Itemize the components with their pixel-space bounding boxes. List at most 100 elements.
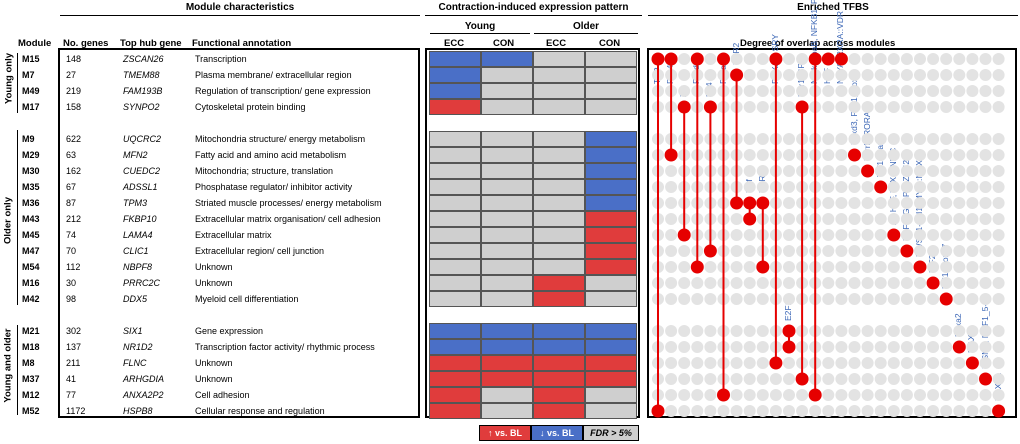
pattern-tile [585,179,637,195]
empty-dot [704,85,717,97]
empty-dot [848,293,861,305]
empty-dot [900,293,913,305]
overlap-dot [821,52,835,66]
row-module: M37 [22,374,40,384]
pattern-tile [585,227,637,243]
empty-dot [927,69,940,81]
pattern-tile [429,323,481,339]
pattern-tile [585,339,637,355]
empty-dot [756,293,769,305]
empty-dot [900,277,913,289]
empty-dot [730,341,743,353]
row-func: Fatty acid and amino acid metabolism [195,150,347,160]
empty-dot [979,133,992,145]
empty-dot [900,341,913,353]
row-func: Extracellular matrix [195,230,272,240]
empty-dot [756,133,769,145]
empty-dot [809,405,822,417]
empty-dot [756,389,769,401]
row-hub: ZSCAN26 [123,54,164,64]
overlap-dot [861,164,875,178]
empty-dot [835,245,848,257]
empty-dot [743,133,756,145]
empty-dot [940,373,953,385]
empty-dot [914,325,926,337]
empty-dot [953,389,966,401]
row-genes: 27 [66,70,77,80]
row-genes: 67 [66,182,77,192]
empty-dot [665,373,678,385]
empty-dot [927,165,940,177]
empty-dot [887,85,900,97]
empty-dot [861,373,874,385]
empty-dot [874,213,887,225]
empty-dot [783,197,795,209]
overlap-dot [965,356,979,370]
empty-dot [835,389,848,401]
empty-dot [743,325,756,337]
empty-dot [966,229,979,241]
empty-dot [756,373,769,385]
empty-dot [783,165,795,177]
empty-dot [953,197,966,209]
empty-dot [874,101,887,113]
empty-dot [966,165,979,177]
row-hub: DDX5 [123,294,148,304]
empty-dot [966,341,979,353]
empty-dot [822,357,835,369]
empty-dot [979,197,992,209]
empty-dot [979,213,992,225]
overlap-dot [900,244,914,258]
empty-dot [835,101,848,113]
empty-dot [848,389,861,401]
empty-dot [783,53,795,65]
empty-dot [953,69,966,81]
pattern-tile [481,147,533,163]
empty-dot [756,181,769,193]
empty-dot [822,261,835,273]
empty-dot [665,245,678,257]
empty-dot [743,85,756,97]
row-func: Extracellular region/ cell junction [195,246,325,256]
tfbs-overlap-box [647,48,1017,418]
empty-dot [953,213,966,225]
pattern-tile [481,179,533,195]
empty-dot [796,405,809,417]
enriched-tfbs-title: Enriched TFBS [797,2,869,13]
empty-dot [704,277,717,289]
empty-dot [796,53,809,65]
empty-dot [691,405,704,417]
pattern-tile [481,387,533,403]
empty-dot [861,85,874,97]
module-table-box [58,48,420,418]
empty-dot [914,133,926,145]
empty-dot [874,133,887,145]
row-func: Unknown [195,358,233,368]
overlap-dot [952,340,966,354]
pattern-tile [533,67,585,83]
row-genes: 1172 [66,406,86,416]
pattern-tile [585,243,637,259]
empty-dot [665,389,678,401]
empty-dot [953,85,966,97]
empty-dot [848,85,861,97]
empty-dot [678,69,691,81]
pattern-tile [585,387,637,403]
empty-dot [848,69,861,81]
empty-dot [756,277,769,289]
pattern-tile [533,99,585,115]
empty-dot [900,261,913,273]
empty-dot [940,133,953,145]
row-func: Striated muscle processes/ energy metabo… [195,198,382,208]
empty-dot [992,293,1005,305]
empty-dot [861,181,874,193]
row-module: M12 [22,390,40,400]
empty-dot [835,229,848,241]
empty-dot [979,101,992,113]
empty-dot [979,229,992,241]
legend-down: ↓ vs. BL [531,425,583,441]
pattern-tile [429,227,481,243]
row-func: Gene expression [195,326,264,336]
empty-dot [861,69,874,81]
empty-dot [743,405,756,417]
